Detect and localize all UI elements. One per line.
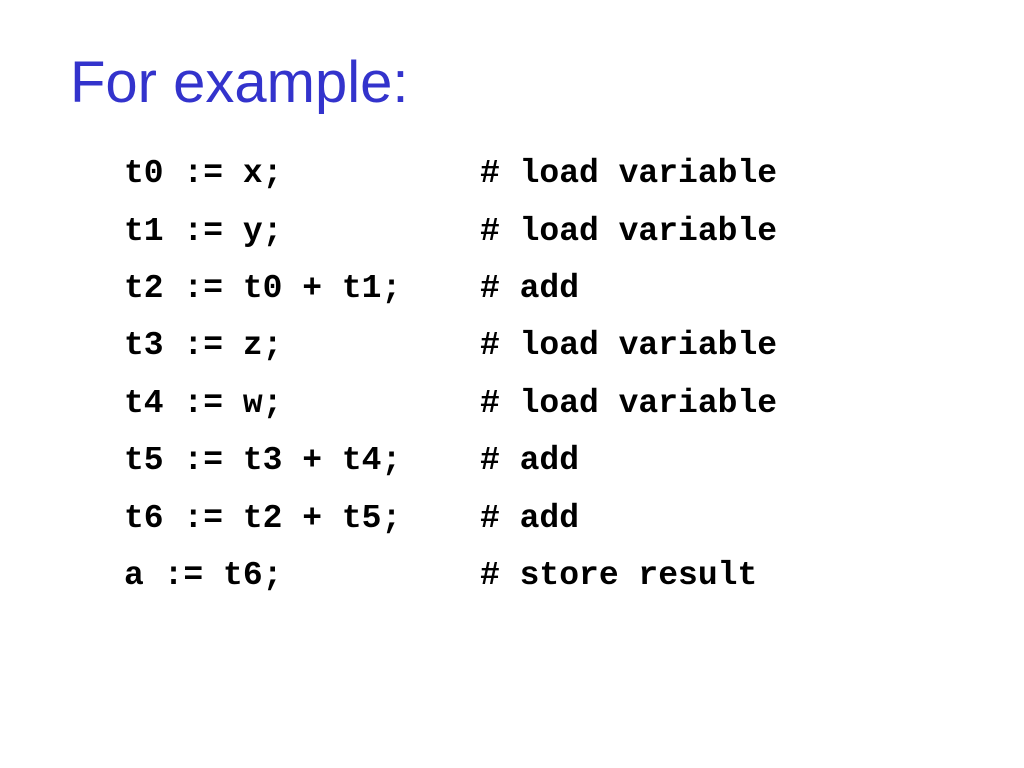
code-line: t3 := z; # load variable — [124, 317, 777, 374]
code-statement: a := t6; — [124, 556, 283, 594]
code-comment: # load variable — [480, 155, 778, 193]
code-statement: t4 := w; — [124, 384, 283, 422]
code-comment: # add — [480, 442, 580, 480]
code-line: t0 := x; # load variable — [124, 145, 777, 202]
code-comment: # load variable — [480, 212, 778, 250]
code-comment: # add — [480, 499, 580, 537]
code-statement: t1 := y; — [124, 212, 283, 250]
code-statement: t3 := z; — [124, 327, 283, 365]
code-line: t5 := t3 + t4; # add — [124, 432, 777, 489]
code-comment: # add — [480, 269, 580, 307]
code-statement: t0 := x; — [124, 155, 283, 193]
code-block: t0 := x; # load variable t1 := y; # load… — [124, 145, 777, 604]
code-comment: # load variable — [480, 384, 778, 422]
slide-title: For example: — [70, 50, 409, 115]
code-statement: t5 := t3 + t4; — [124, 442, 402, 480]
code-statement: t6 := t2 + t5; — [124, 499, 402, 537]
code-line: t1 := y; # load variable — [124, 202, 777, 259]
code-line: t2 := t0 + t1; # add — [124, 260, 777, 317]
code-line: a := t6; # store result — [124, 547, 777, 604]
code-statement: t2 := t0 + t1; — [124, 269, 402, 307]
code-line: t4 := w; # load variable — [124, 375, 777, 432]
code-comment: # load variable — [480, 327, 778, 365]
code-comment: # store result — [480, 556, 758, 594]
code-line: t6 := t2 + t5; # add — [124, 489, 777, 546]
